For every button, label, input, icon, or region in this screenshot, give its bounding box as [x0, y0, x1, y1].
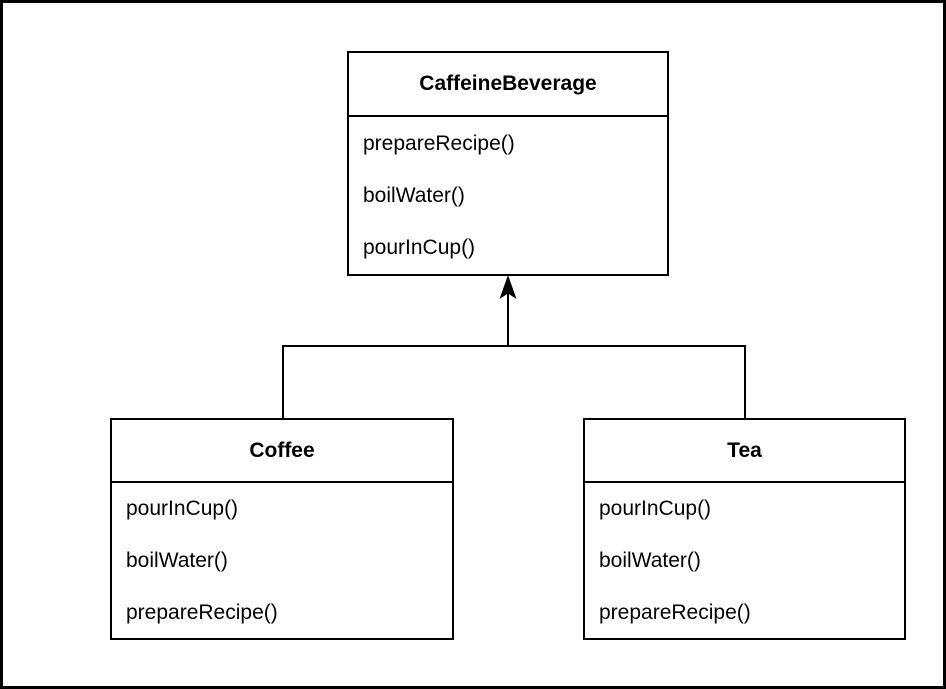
class-box-tea: Tea pourInCup() boilWater() prepareRecip… [583, 418, 906, 640]
class-method: prepareRecipe() [126, 600, 278, 624]
class-methods-list: pourInCup() boilWater() prepareRecipe() [585, 483, 904, 638]
connector-rail [282, 345, 746, 418]
class-box-caffeinebeverage: CaffeineBeverage prepareRecipe() boilWat… [347, 51, 669, 276]
class-title: Tea [585, 420, 904, 483]
class-method: boilWater() [363, 183, 465, 207]
class-method: boilWater() [126, 548, 228, 572]
class-method: prepareRecipe() [363, 131, 515, 155]
class-method: pourInCup() [363, 236, 476, 260]
class-box-coffee: Coffee pourInCup() boilWater() prepareRe… [110, 418, 454, 640]
class-title: CaffeineBeverage [349, 53, 667, 117]
class-title: Coffee [112, 420, 452, 483]
inheritance-arrowhead-icon [499, 275, 517, 299]
class-method: pourInCup() [599, 497, 712, 521]
class-method: boilWater() [599, 548, 701, 572]
class-method: pourInCup() [126, 497, 239, 521]
class-methods-list: prepareRecipe() boilWater() pourInCup() [349, 117, 667, 274]
class-method: prepareRecipe() [599, 600, 751, 624]
class-methods-list: pourInCup() boilWater() prepareRecipe() [112, 483, 452, 638]
